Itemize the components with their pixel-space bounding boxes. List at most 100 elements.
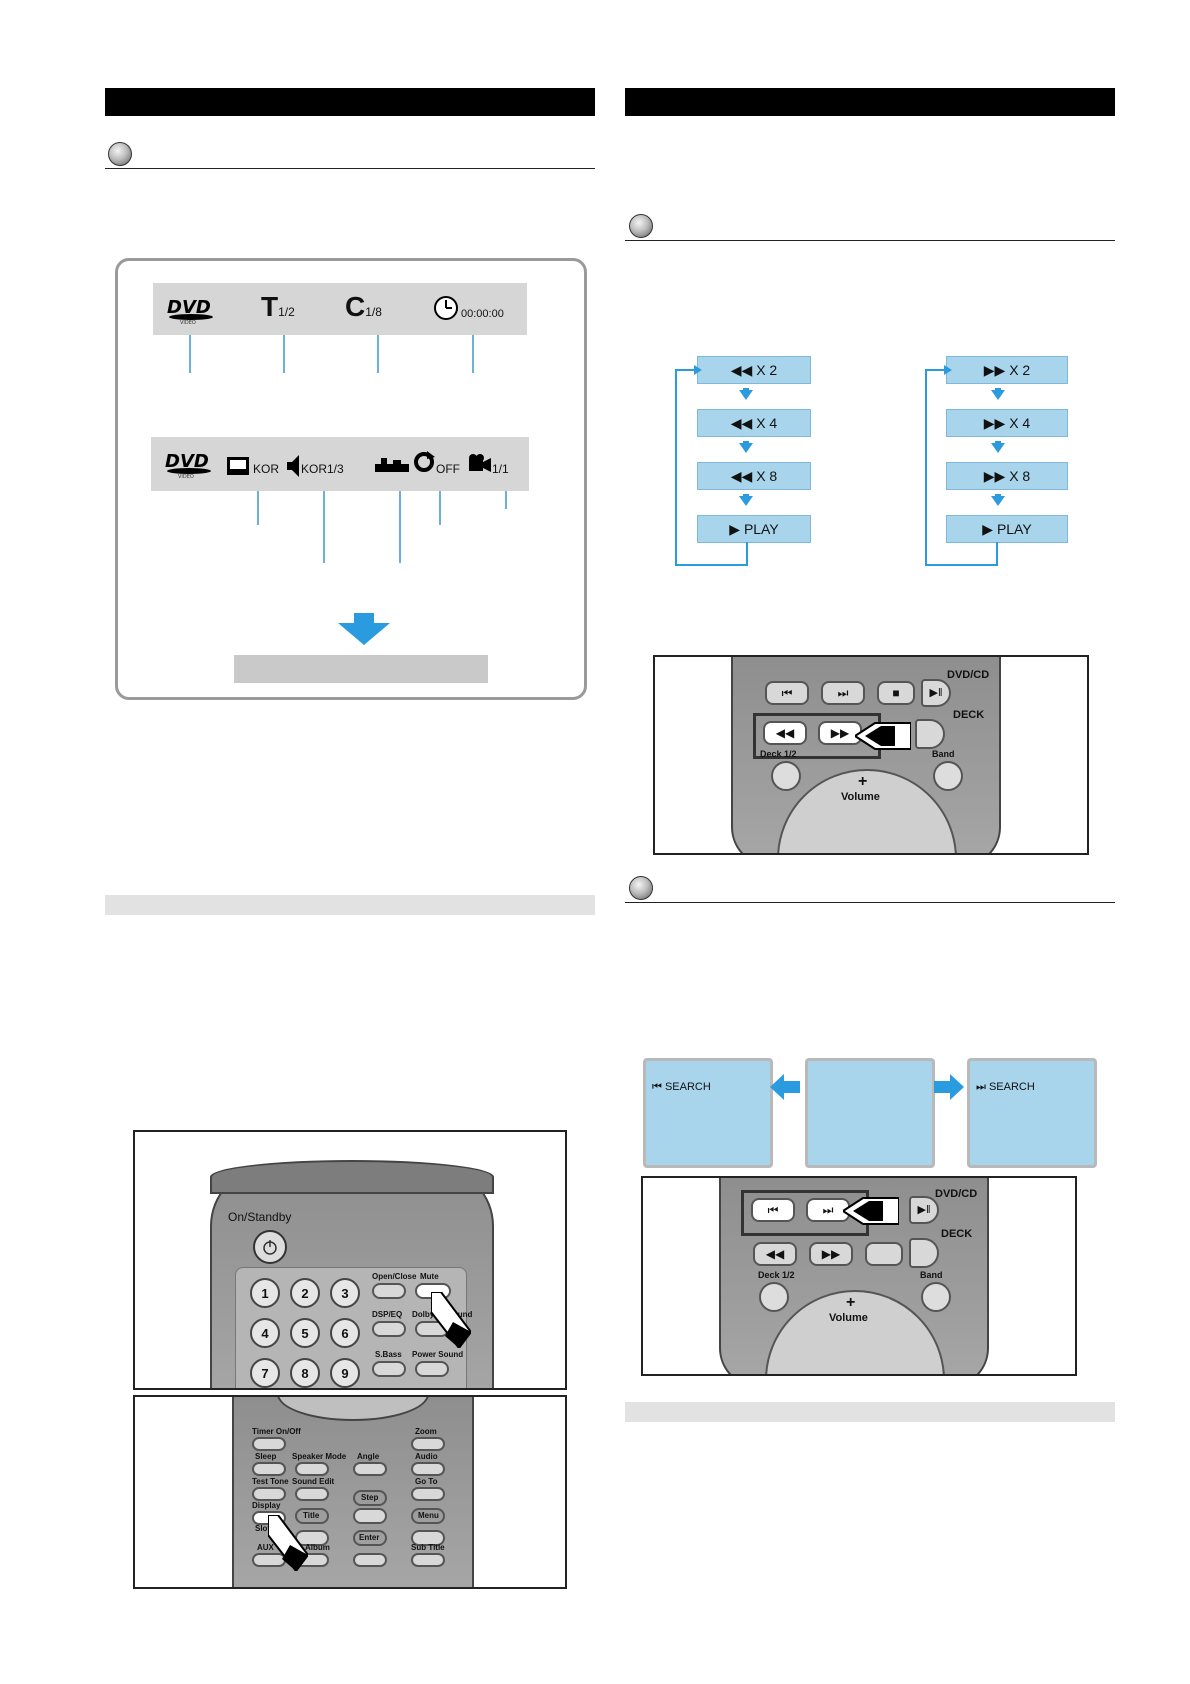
down-button[interactable] — [353, 1553, 387, 1567]
scan-step: ▶▶ X 2 — [946, 356, 1068, 384]
num-button-8[interactable]: 8 — [290, 1358, 320, 1388]
num-button-1[interactable]: 1 — [250, 1278, 280, 1308]
down-arrow-icon — [991, 494, 1005, 506]
title-button[interactable] — [295, 1508, 329, 1524]
deck12-label: Deck 1/2 — [758, 1270, 795, 1280]
goto-button[interactable] — [411, 1487, 445, 1501]
clock-icon — [434, 296, 458, 320]
angle-label: Angle — [357, 1452, 380, 1461]
subtitle-button[interactable] — [411, 1553, 445, 1567]
down-arrow-icon — [739, 388, 753, 400]
num-button-2[interactable]: 2 — [290, 1278, 320, 1308]
test-tone-button[interactable] — [252, 1487, 286, 1501]
mute-label: Mute — [420, 1272, 439, 1281]
on-standby-label: On/Standby — [228, 1210, 292, 1224]
current-screen — [805, 1058, 935, 1168]
chapter-label: C — [345, 291, 366, 322]
skip-forward-button[interactable]: ⏭ — [821, 681, 865, 705]
step-button[interactable] — [353, 1490, 387, 1506]
sleep-button[interactable] — [252, 1462, 286, 1476]
volume-plus: + — [858, 773, 868, 790]
right-button[interactable] — [411, 1530, 445, 1546]
scan-step: ▶▶ X 8 — [946, 462, 1068, 490]
zoom-button[interactable] — [411, 1437, 445, 1451]
skip-back-button[interactable]: ⏮ — [751, 1198, 795, 1222]
scan-step: ▶ PLAY — [697, 515, 811, 543]
subtitle-icon — [227, 457, 249, 475]
power-button[interactable] — [253, 1230, 287, 1264]
num-button-5[interactable]: 5 — [290, 1318, 320, 1348]
dvd-video-logo-icon: DVD VIDEO — [165, 451, 211, 479]
deck12-button[interactable] — [759, 1282, 789, 1312]
osd-top-strip: DVD VIDEO T1/2 C1/8 00:00:00 — [153, 283, 527, 335]
svg-text:DVD: DVD — [167, 297, 211, 318]
remote-front-frame: On/Standby 1 2 3 4 5 6 7 8 9 Open/Close … — [133, 1130, 567, 1390]
stop-button[interactable]: ■ — [877, 681, 915, 705]
osd-chapter-info: C1/8 — [345, 291, 382, 323]
search-next-text: ⏭ SEARCH — [976, 1081, 1035, 1094]
up-button[interactable] — [353, 1508, 387, 1524]
down-arrow-icon — [991, 388, 1005, 400]
band-button[interactable] — [921, 1282, 951, 1312]
s-bass-button[interactable] — [372, 1361, 406, 1377]
album-label: Album — [305, 1543, 330, 1552]
menu-label: Menu — [418, 1511, 439, 1520]
scan-step: ◀◀ X 8 — [697, 462, 811, 490]
band-label: Band — [932, 749, 955, 759]
open-close-button[interactable] — [372, 1283, 406, 1299]
deck-play-button[interactable] — [915, 719, 945, 749]
repeat-state: OFF — [436, 462, 460, 476]
leader-line — [283, 335, 285, 373]
dvdcd-label: DVD/CD — [935, 1188, 978, 1200]
menu-button[interactable] — [411, 1508, 445, 1524]
rewind-button[interactable]: ◀◀ — [763, 721, 807, 745]
dsp-eq-button[interactable] — [372, 1321, 406, 1337]
title-button-label: Title — [303, 1511, 320, 1520]
deck-play-button[interactable] — [909, 1238, 939, 1268]
num-button-9[interactable]: 9 — [330, 1358, 360, 1388]
angle-value: 1/1 — [492, 462, 509, 476]
search-prev-text: ⏮ SEARCH — [652, 1081, 711, 1094]
play-pause-button[interactable]: ▶‖ — [909, 1196, 939, 1224]
left-arrow-icon — [770, 1074, 800, 1100]
osd-bottom-strip: DVD VIDEO KOR KOR1/3 OFF 1/1 — [151, 437, 529, 491]
scan-step: ◀◀ X 4 — [697, 409, 811, 437]
section-rule — [625, 902, 1115, 903]
scan-step: ▶ PLAY — [946, 515, 1068, 543]
volume-plus: + — [846, 1294, 856, 1311]
section-bullet-icon — [108, 142, 132, 166]
step-label: Step — [361, 1493, 379, 1502]
power-icon — [263, 1240, 277, 1255]
remote-skip-frame: DVD/CD DECK ⏮ ⏭ ▶‖ ◀◀ ▶▶ Deck 1/2 Band +… — [641, 1176, 1077, 1376]
display-label: Display — [252, 1501, 281, 1510]
osd-title-info: T1/2 — [261, 291, 295, 323]
num-button-3[interactable]: 3 — [330, 1278, 360, 1308]
sound-edit-button[interactable] — [295, 1487, 329, 1501]
deck12-button[interactable] — [771, 761, 801, 791]
rewind-button[interactable]: ◀◀ — [753, 1242, 797, 1266]
audio-button[interactable] — [411, 1462, 445, 1476]
angle-button[interactable] — [353, 1462, 387, 1476]
title-value: 1/2 — [278, 305, 295, 319]
timer-button[interactable] — [252, 1437, 286, 1451]
speaker-mode-button[interactable] — [295, 1462, 329, 1476]
goto-label: Go To — [415, 1477, 438, 1486]
play-pause-button[interactable]: ▶‖ — [921, 679, 951, 707]
loop-arrow-icon — [925, 365, 998, 566]
open-close-label: Open/Close — [372, 1272, 417, 1281]
sound-edit-label: Sound Edit — [292, 1477, 335, 1486]
enter-button[interactable] — [353, 1530, 387, 1546]
scan-step: ▶▶ X 4 — [946, 409, 1068, 437]
zoom-label: Zoom — [415, 1427, 437, 1436]
audio-lang: KOR1/3 — [301, 462, 344, 476]
skip-forward-button[interactable]: ⏭ — [806, 1198, 850, 1222]
stop-button[interactable] — [865, 1242, 903, 1266]
num-button-6[interactable]: 6 — [330, 1318, 360, 1348]
num-button-7[interactable]: 7 — [250, 1358, 280, 1388]
num-button-4[interactable]: 4 — [250, 1318, 280, 1348]
skip-back-button[interactable]: ⏮ — [765, 681, 809, 705]
leader-line — [399, 491, 401, 563]
fast-forward-button[interactable]: ▶▶ — [809, 1242, 853, 1266]
power-sound-button[interactable] — [415, 1361, 449, 1377]
band-button[interactable] — [933, 761, 963, 791]
